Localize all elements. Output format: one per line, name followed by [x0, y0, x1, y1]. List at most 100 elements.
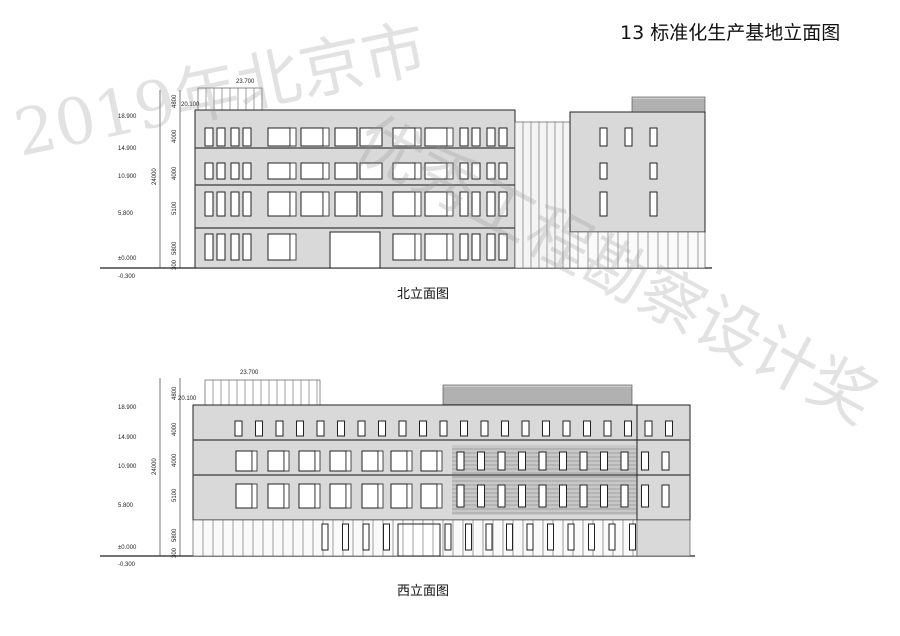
- window: [392, 162, 416, 180]
- window: [471, 127, 481, 147]
- window: [298, 450, 316, 472]
- window: [419, 420, 427, 437]
- window: [459, 233, 469, 261]
- window: [644, 420, 653, 437]
- window: [267, 233, 291, 261]
- window: [316, 420, 325, 437]
- window: [661, 451, 670, 471]
- entrance-door: [329, 231, 381, 269]
- window: [526, 523, 534, 551]
- window: [439, 420, 448, 437]
- svg-text:4800: 4800: [172, 386, 178, 400]
- svg-text:4800: 4800: [172, 94, 178, 108]
- window: [583, 420, 591, 437]
- window: [329, 483, 347, 509]
- window: [334, 127, 358, 147]
- window: [477, 484, 485, 508]
- window: [599, 127, 608, 147]
- window: [498, 191, 508, 217]
- window: [216, 191, 226, 217]
- window: [230, 191, 240, 217]
- svg-text:10.900: 10.900: [118, 464, 137, 470]
- window: [485, 523, 493, 551]
- window: [334, 162, 358, 180]
- window: [600, 484, 608, 508]
- window: [498, 127, 508, 147]
- window: [518, 484, 526, 508]
- svg-text:24000: 24000: [152, 458, 158, 475]
- window: [649, 127, 658, 147]
- window: [334, 191, 358, 217]
- window: [562, 420, 571, 437]
- window: [506, 523, 513, 551]
- window: [521, 420, 530, 437]
- window: [204, 233, 214, 261]
- window: [459, 127, 469, 147]
- window: [629, 523, 636, 551]
- window: [392, 191, 416, 217]
- window: [230, 233, 240, 261]
- window: [300, 162, 324, 180]
- window: [216, 127, 226, 147]
- window: [242, 127, 252, 147]
- window: [275, 420, 284, 437]
- window: [456, 451, 465, 471]
- glass-link: [514, 121, 571, 269]
- window: [465, 523, 472, 551]
- window: [624, 127, 633, 147]
- svg-text:5800: 5800: [172, 241, 178, 255]
- window: [337, 420, 345, 437]
- window: [498, 162, 508, 180]
- window: [424, 233, 448, 261]
- sheet-title: 13 标准化生产基地立面图: [620, 22, 841, 44]
- window: [420, 483, 438, 509]
- window: [359, 162, 383, 180]
- window: [300, 191, 324, 217]
- window: [216, 233, 226, 261]
- svg-text:5.800: 5.800: [118, 211, 134, 217]
- window: [649, 162, 658, 180]
- window: [498, 233, 508, 261]
- window: [542, 420, 550, 437]
- window: [300, 127, 324, 147]
- window: [486, 127, 496, 147]
- svg-text:5800: 5800: [172, 528, 178, 542]
- window: [559, 451, 567, 471]
- window: [424, 162, 448, 180]
- svg-text:4000: 4000: [172, 129, 178, 143]
- window: [420, 450, 438, 472]
- window: [329, 450, 347, 472]
- window: [599, 191, 608, 217]
- window: [538, 451, 547, 471]
- window: [378, 420, 386, 437]
- svg-text:18.900: 18.900: [118, 405, 137, 411]
- window: [665, 420, 673, 437]
- window: [579, 484, 588, 508]
- rooftop-screen: [204, 379, 321, 406]
- window: [471, 233, 481, 261]
- window: [588, 523, 595, 551]
- svg-text:4000: 4000: [172, 453, 178, 467]
- window: [390, 483, 408, 509]
- window: [486, 191, 496, 217]
- svg-text:5100: 5100: [172, 201, 178, 215]
- north-elevation-caption: 北立面图: [397, 287, 450, 302]
- roof-louver: [631, 96, 706, 113]
- svg-text:10.900: 10.900: [118, 174, 137, 180]
- window: [359, 191, 383, 217]
- svg-text:20.100: 20.100: [181, 102, 200, 108]
- svg-text:4000: 4000: [172, 166, 178, 180]
- window: [392, 233, 416, 261]
- window: [477, 451, 485, 471]
- window: [361, 483, 379, 509]
- window: [383, 523, 390, 551]
- svg-text:24000: 24000: [152, 168, 158, 185]
- window: [321, 523, 329, 551]
- window: [216, 162, 226, 180]
- svg-text:±0.000: ±0.000: [118, 256, 137, 262]
- window: [501, 420, 509, 437]
- window: [298, 483, 316, 509]
- svg-text:18.900: 18.900: [118, 114, 137, 120]
